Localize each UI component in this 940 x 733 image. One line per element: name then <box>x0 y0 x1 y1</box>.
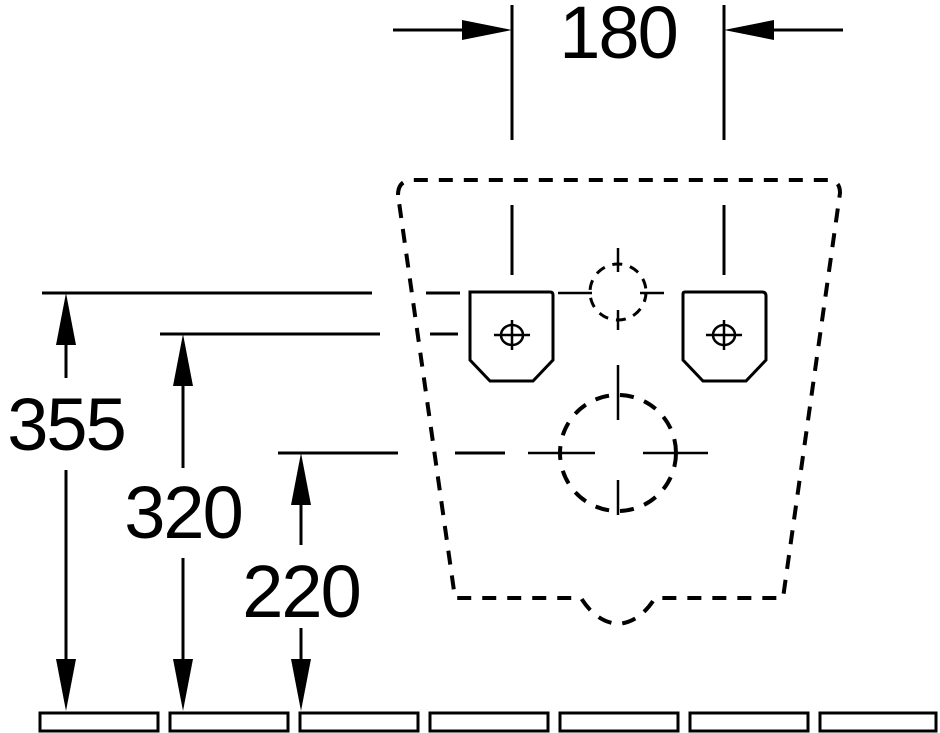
arrow-up-icon <box>173 334 193 386</box>
arrow-down-icon <box>56 659 76 711</box>
arrow-up-icon <box>291 453 311 505</box>
dimension-220: 220 <box>242 453 362 711</box>
wc-outline <box>395 178 843 627</box>
floor-tile <box>38 711 160 733</box>
water-inlet <box>588 248 664 330</box>
dimension-label-220: 220 <box>242 550 359 633</box>
fixing-block-left <box>468 290 555 383</box>
wc-body-dashed <box>395 178 843 627</box>
floor-tile <box>168 711 290 733</box>
floor-tiles <box>38 711 938 733</box>
floor-tile <box>818 711 938 733</box>
floor-tile <box>298 711 420 733</box>
arrow-right-icon <box>462 20 512 40</box>
arrow-down-icon <box>291 659 311 711</box>
arrow-left-icon <box>724 20 774 40</box>
waste-outlet <box>528 365 708 515</box>
floor-tile <box>688 711 810 733</box>
dimension-320: 320 <box>124 334 244 711</box>
level-lines <box>42 291 592 455</box>
arrow-down-icon <box>173 659 193 711</box>
dimension-label-355: 355 <box>7 383 124 466</box>
dimension-180: 180 <box>393 0 843 140</box>
fixing-plate-right <box>681 290 768 383</box>
floor-tile <box>428 711 550 733</box>
fixing-block-right <box>681 290 768 383</box>
floor-tile <box>558 711 680 733</box>
fixing-plate-left <box>468 290 555 383</box>
dimension-label-320: 320 <box>124 471 241 554</box>
arrow-up-icon <box>56 293 76 345</box>
dimension-label-180: 180 <box>559 0 676 74</box>
dimension-355: 355 <box>7 293 127 711</box>
